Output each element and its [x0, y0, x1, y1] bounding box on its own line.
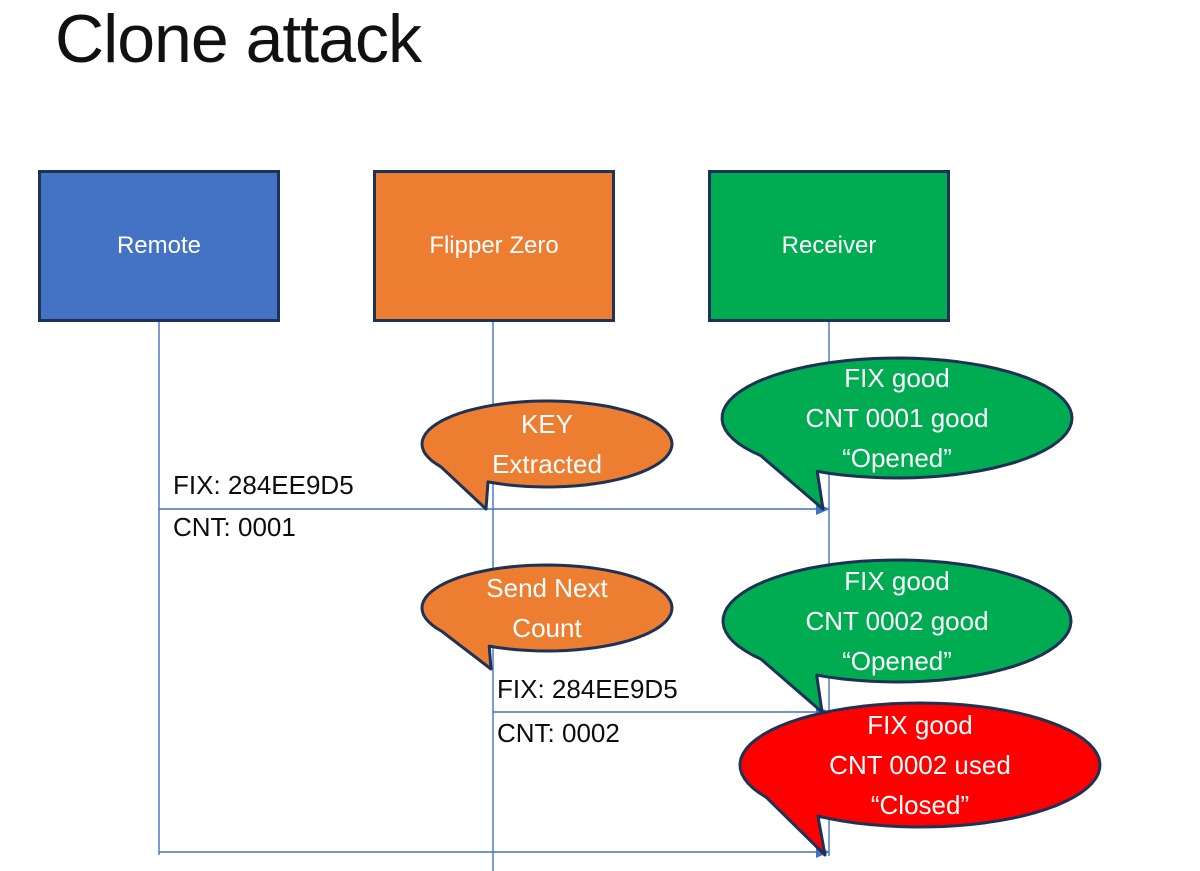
callout-cnt-0002-used-shape	[738, 701, 1102, 857]
callout-cnt-0001-good-line1: FIX good	[844, 363, 950, 393]
actor-label-receiver: Receiver	[781, 232, 877, 259]
message1-fix-label: FIX: 284EE9D5	[173, 470, 354, 500]
callout-key-extracted-shape	[420, 399, 674, 511]
actor-label-remote: Remote	[116, 232, 202, 259]
callout-cnt-0002-good: FIX good CNT 0002 good “Opened”	[719, 556, 1075, 716]
callout-cnt-0001-good: FIX good CNT 0001 good “Opened”	[718, 354, 1076, 513]
message2-fix-label: FIX: 284EE9D5	[497, 674, 678, 704]
callout-cnt-0002-used: FIX good CNT 0002 used “Closed”	[736, 699, 1104, 859]
callout-send-next-count: Send Next Count	[418, 561, 676, 673]
actor-box-receiver: Receiver	[708, 170, 950, 322]
callout-cnt-0002-good-line2: CNT 0002 good	[805, 606, 989, 636]
message2-cnt-label: CNT: 0002	[497, 718, 620, 748]
callout-key-extracted: KEY Extracted	[418, 397, 676, 513]
callout-key-extracted-line1: KEY	[520, 409, 574, 439]
callout-cnt-0002-good-line3: “Opened”	[842, 646, 952, 676]
actor-box-flipper-zero: Flipper Zero	[373, 170, 615, 322]
callout-send-next-count-line2: Count	[512, 613, 582, 643]
page-title: Clone attack	[55, 1, 422, 77]
callout-cnt-0002-used-line3: “Closed”	[870, 790, 970, 820]
callout-key-extracted-line2: Extracted	[492, 449, 602, 479]
message-arrow-3	[159, 846, 830, 858]
callout-send-next-count-shape	[420, 563, 674, 671]
callout-cnt-0001-good-line3: “Opened”	[842, 443, 952, 473]
actor-label-flipper-zero: Flipper Zero	[429, 232, 559, 259]
callout-cnt-0002-used-line1: FIX good	[867, 710, 973, 740]
actor-box-remote: Remote	[38, 170, 280, 322]
callout-cnt-0002-used-line2: CNT 0002 used	[829, 750, 1011, 780]
callout-cnt-0001-good-line2: CNT 0001 good	[805, 403, 989, 433]
callout-cnt-0001-good-shape	[720, 356, 1074, 511]
callout-cnt-0002-good-shape	[721, 558, 1073, 714]
callout-cnt-0002-good-line1: FIX good	[844, 566, 950, 596]
callout-send-next-count-line1: Send Next	[486, 573, 608, 603]
message1-cnt-label: CNT: 0001	[173, 512, 296, 542]
